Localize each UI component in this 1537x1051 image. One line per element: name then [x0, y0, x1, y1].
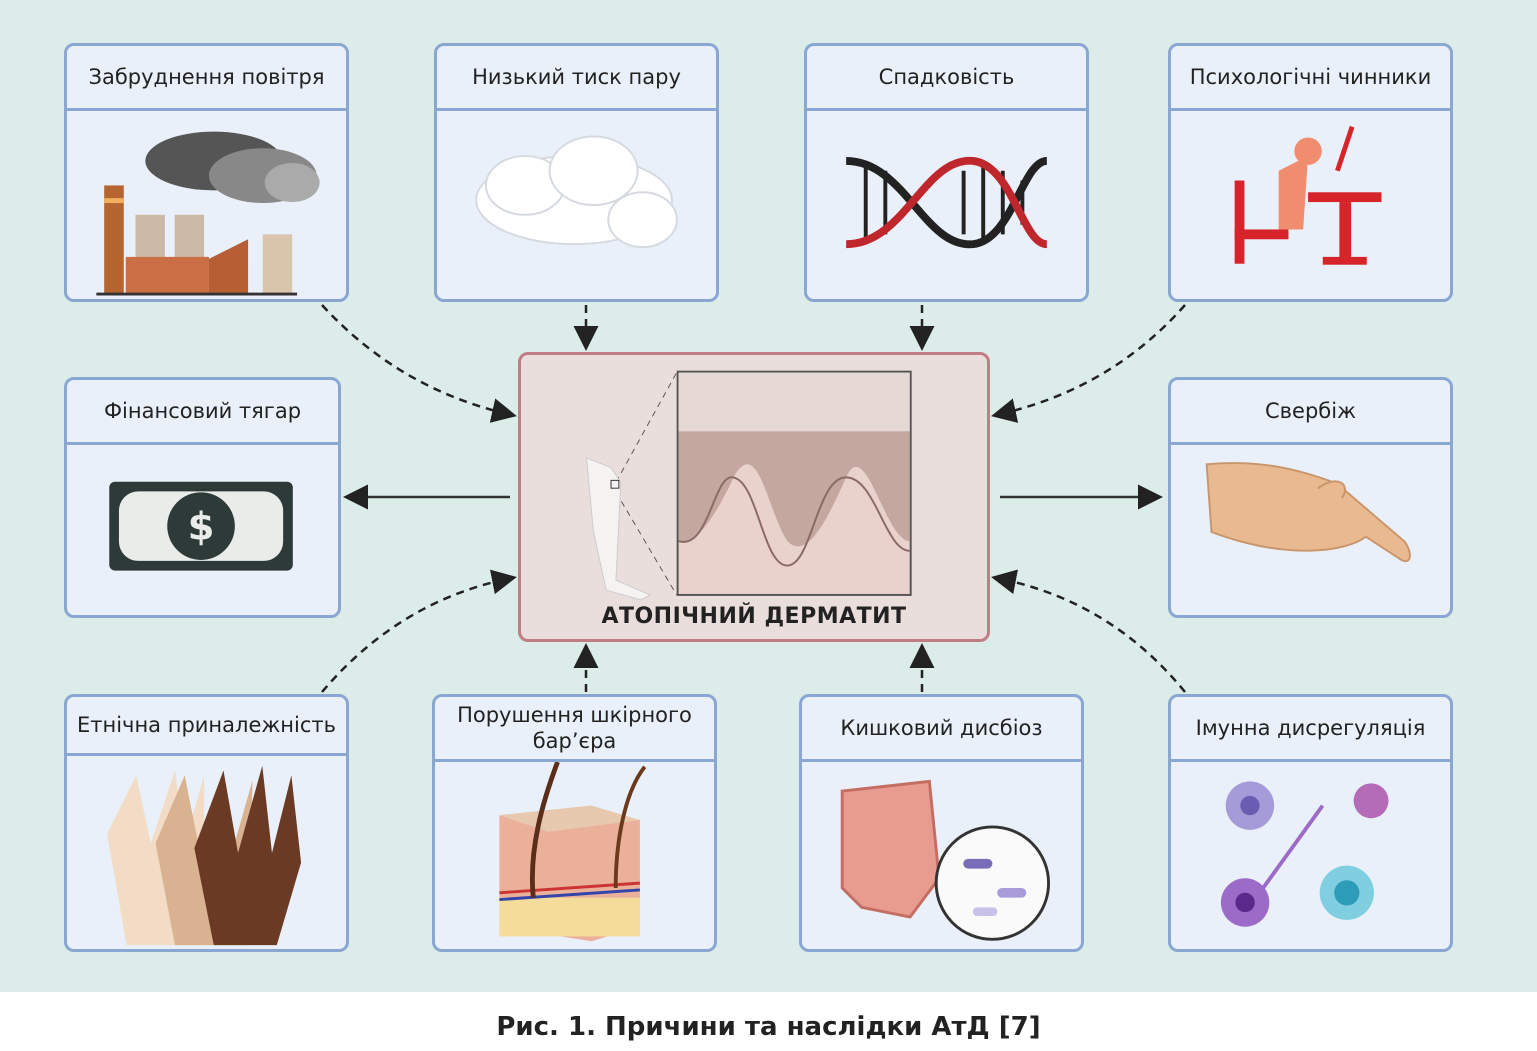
card-title: Свербіж [1171, 380, 1450, 445]
cause-card-immune-dysregulation: Імунна дисрегуляція [1168, 694, 1453, 952]
skin-layers-icon [435, 762, 714, 949]
svg-text:$: $ [188, 505, 215, 550]
dna-icon [807, 111, 1086, 299]
scratching-hand-icon [1171, 445, 1450, 615]
cause-card-low-vapor-pressure: Низький тиск пару [434, 43, 719, 302]
cause-card-ethnicity: Етнічна приналежність [64, 694, 349, 952]
card-title: Низький тиск пару [437, 46, 716, 111]
cloud-icon [437, 111, 716, 299]
card-title: Кишковий дисбіоз [802, 697, 1081, 762]
cause-card-heredity: Спадковість [804, 43, 1089, 302]
card-title: Фінансовий тягар [67, 380, 338, 445]
cause-card-gut-dysbiosis: Кишковий дисбіоз [799, 694, 1084, 952]
card-title: Забруднення повітря [67, 46, 346, 111]
hands-icon [67, 756, 346, 949]
cause-card-skin-barrier: Порушення шкірного бар’єра [432, 694, 717, 952]
immune-cells-icon [1171, 762, 1450, 949]
intestine-bacteria-icon [802, 762, 1081, 949]
card-title: Порушення шкірного бар’єра [435, 697, 714, 762]
card-title: Імунна дисрегуляція [1171, 697, 1450, 762]
skin-cross-section-icon [585, 370, 912, 601]
cause-card-air-pollution: Забруднення повітря [64, 43, 349, 302]
cause-card-psychological: Психологічні чинники [1168, 43, 1453, 302]
consequence-card-financial: Фінансовий тягар $ [64, 377, 341, 618]
factory-pollution-icon [67, 111, 346, 299]
consequence-card-itch: Свербіж [1168, 377, 1453, 618]
center-title: АТОПІЧНИЙ ДЕРМАТИТ [601, 604, 907, 629]
card-title: Психологічні чинники [1171, 46, 1450, 111]
money-bill-icon: $ [67, 445, 338, 615]
figure-caption: Рис. 1. Причини та наслідки АтД [7] [496, 1012, 1041, 1042]
card-title: Етнічна приналежність [67, 697, 346, 756]
card-title: Спадковість [807, 46, 1086, 111]
atopic-dermatitis-node: АТОПІЧНИЙ ДЕРМАТИТ [518, 352, 990, 642]
stressed-person-icon [1171, 111, 1450, 299]
